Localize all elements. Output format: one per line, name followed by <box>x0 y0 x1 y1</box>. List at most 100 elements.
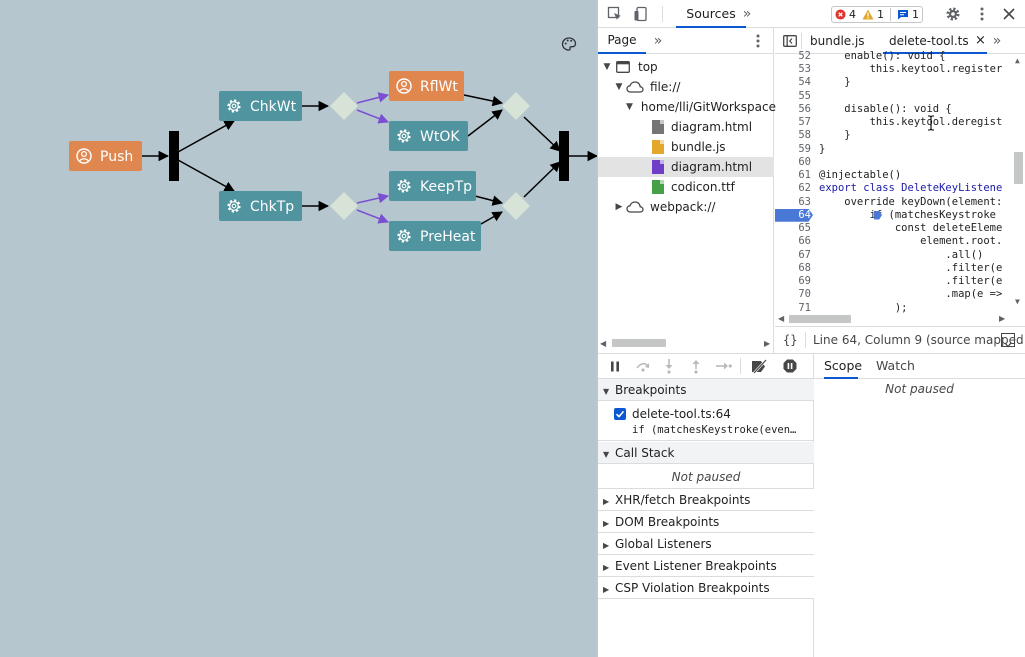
scroll-right-icon[interactable]: ▶ <box>999 314 1006 323</box>
close-icon[interactable] <box>1000 5 1018 23</box>
tab-bundle-js[interactable]: bundle.js <box>810 34 865 48</box>
call-stack-section-header[interactable]: ▼Call Stack <box>598 442 814 464</box>
decision-diamond[interactable] <box>330 192 358 220</box>
xhr-breakpoints-header[interactable]: ▶XHR/fetch Breakpoints <box>598 489 814 511</box>
node-rflwt[interactable]: RflWt <box>389 71 464 101</box>
inline-breakpoint-marker[interactable] <box>874 210 882 220</box>
deactivate-breakpoints-icon[interactable] <box>751 358 769 374</box>
line-number[interactable]: 59 <box>798 142 811 155</box>
pause-icon[interactable] <box>608 359 622 373</box>
line-number[interactable]: 57 <box>798 116 811 128</box>
tree-item-diagram-html-selected[interactable]: diagram.html <box>598 157 774 177</box>
editor-vertical-scrollbar[interactable]: ▲ ▼ <box>1013 54 1025 312</box>
line-number[interactable]: 60 <box>798 155 811 168</box>
node-push[interactable]: Push <box>69 141 142 171</box>
line-number[interactable]: 61 <box>798 169 811 181</box>
line-number[interactable]: 55 <box>798 89 811 102</box>
line-number[interactable]: 54 <box>798 76 811 88</box>
line-number[interactable]: 62 <box>798 182 811 194</box>
dom-breakpoints-header[interactable]: ▶DOM Breakpoints <box>598 511 814 533</box>
chevron-double-right-icon[interactable]: » <box>742 6 752 22</box>
kebab-menu-icon[interactable] <box>752 33 764 49</box>
chevron-double-right-icon[interactable]: » <box>992 33 1002 49</box>
node-chktp[interactable]: ChkTp <box>219 191 302 221</box>
tree-item-codicon-ttf[interactable]: codicon.ttf <box>598 177 774 197</box>
line-number[interactable]: 67 <box>798 248 811 261</box>
chevron-double-right-icon[interactable]: » <box>653 33 663 49</box>
code-line: 67 .all() <box>775 249 1025 262</box>
breakpoint-checkbox[interactable] <box>614 408 626 420</box>
tree-item-file-scheme[interactable]: ▼ file:// <box>598 77 774 97</box>
diagram-canvas[interactable]: Push ChkWt ChkTp <box>0 0 599 657</box>
line-number[interactable]: 71 <box>798 301 811 314</box>
breakpoint-code: if (matchesKeystroke(even… <box>632 424 797 436</box>
line-number[interactable]: 70 <box>798 288 811 300</box>
line-number[interactable]: 63 <box>798 195 811 208</box>
scroll-right-icon[interactable]: ▶ <box>764 339 771 348</box>
breakpoints-section-header[interactable]: ▼Breakpoints <box>598 379 814 401</box>
step-over-icon[interactable] <box>635 359 651 373</box>
node-keeptp[interactable]: KeepTp <box>389 171 476 201</box>
decision-diamond[interactable] <box>330 92 358 120</box>
merge-diamond[interactable] <box>502 92 530 120</box>
global-listeners-header[interactable]: ▶Global Listeners <box>598 533 814 555</box>
tree-item-top[interactable]: ▼ top <box>598 57 774 77</box>
palette-icon[interactable] <box>561 37 577 51</box>
edge-fork-chktp <box>177 159 235 192</box>
event-listener-breakpoints-header[interactable]: ▶Event Listener Breakpoints <box>598 555 814 577</box>
code-line: 58 } <box>775 129 1025 142</box>
scrollbar-thumb[interactable] <box>612 339 666 347</box>
code-area[interactable]: 52 enable(): void { 53 this.keytool.regi… <box>775 50 1025 314</box>
line-number[interactable]: 53 <box>798 63 811 75</box>
navigator-horizontal-scrollbar[interactable]: ◀ ▶ <box>598 334 774 353</box>
editor-horizontal-scrollbar[interactable]: ◀ ▶ <box>775 312 1025 326</box>
line-number[interactable]: 58 <box>798 129 811 141</box>
toggle-navigator-icon[interactable] <box>782 33 798 49</box>
issue-counters[interactable]: 4 1 1 <box>831 6 923 23</box>
scroll-left-icon[interactable]: ◀ <box>600 339 607 348</box>
tab-watch[interactable]: Watch <box>876 358 915 373</box>
scrollbar-thumb[interactable] <box>1014 152 1023 184</box>
join-bar[interactable] <box>559 131 569 181</box>
fork-bar[interactable] <box>169 131 179 181</box>
step-into-icon[interactable] <box>662 358 676 374</box>
line-number-breakpoint[interactable]: 64 <box>775 208 813 222</box>
node-preheat[interactable]: PreHeat <box>389 221 481 251</box>
breakpoint-location[interactable]: delete-tool.ts:64 <box>632 407 731 421</box>
tree-item-webpack[interactable]: ▶ webpack:// <box>598 197 774 217</box>
coverage-icon[interactable] <box>1001 333 1015 348</box>
line-number[interactable]: 66 <box>798 235 811 247</box>
line-number[interactable]: 56 <box>798 102 811 115</box>
line-number[interactable]: 68 <box>798 261 811 274</box>
gear-icon[interactable] <box>944 5 962 23</box>
code-text: enable(): void { <box>819 50 946 62</box>
tab-scope[interactable]: Scope <box>824 354 862 379</box>
kebab-menu-icon[interactable] <box>974 5 990 23</box>
tree-item-bundle-js[interactable]: bundle.js <box>598 137 774 157</box>
inspect-element-icon[interactable] <box>606 5 624 23</box>
device-toolbar-icon[interactable] <box>632 5 650 23</box>
tree-item-folder[interactable]: ▼ home/lli/GitWorkspace <box>598 97 776 117</box>
scroll-up-icon[interactable]: ▲ <box>1015 56 1020 65</box>
line-number[interactable]: 52 <box>798 50 811 62</box>
node-wtok[interactable]: WtOK <box>389 121 468 151</box>
curly-braces-icon[interactable]: {} <box>783 333 798 347</box>
tab-delete-tool-ts[interactable]: delete-tool.ts × <box>883 28 987 54</box>
line-number[interactable]: 65 <box>798 222 811 234</box>
diagram-svg[interactable]: Push ChkWt ChkTp <box>0 0 599 657</box>
node-chkwt[interactable]: ChkWt <box>219 91 302 121</box>
scroll-left-icon[interactable]: ◀ <box>778 314 785 323</box>
step-out-icon[interactable] <box>689 358 703 374</box>
tree-item-diagram-html[interactable]: diagram.html <box>598 117 774 137</box>
line-number[interactable]: 69 <box>798 275 811 287</box>
merge-diamond[interactable] <box>502 192 530 220</box>
step-icon[interactable] <box>716 359 732 373</box>
code-text: .map(e => <box>819 288 1003 300</box>
pause-on-exceptions-icon[interactable] <box>782 358 798 374</box>
scrollbar-thumb[interactable] <box>789 315 851 323</box>
csp-violation-breakpoints-header[interactable]: ▶CSP Violation Breakpoints <box>598 577 814 599</box>
tab-page[interactable]: Page <box>598 28 646 54</box>
close-tab-icon[interactable]: × <box>975 33 986 48</box>
scroll-down-icon[interactable]: ▼ <box>1015 297 1020 306</box>
tab-sources[interactable]: Sources <box>676 0 746 28</box>
